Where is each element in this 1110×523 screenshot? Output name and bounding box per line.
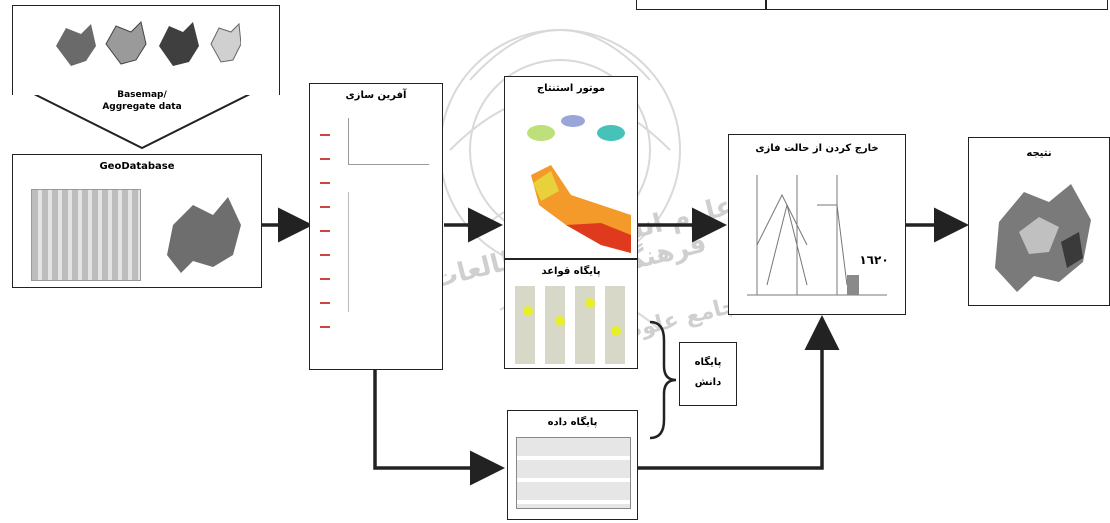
defuzzification-title: خارج کردن از حالت فازی <box>755 143 879 154</box>
input-basemap-box <box>12 5 280 95</box>
geodatabase-table-image <box>31 189 141 281</box>
knowledge-base-line-2: دانش <box>694 377 722 388</box>
result-title: نتیجه <box>1026 148 1052 159</box>
table-remnant <box>636 0 1108 10</box>
result-box: نتیجه <box>968 137 1110 306</box>
database-title: پایگاه داده <box>547 417 598 428</box>
defuzzification-box: خارج کردن از حالت فازی ۱٦٢٠ <box>728 134 906 315</box>
preprocessing-chart-2 <box>348 192 429 312</box>
rule-highlight-2 <box>555 316 565 326</box>
aggregate-data-label: Aggregate data <box>102 102 182 112</box>
rule-highlight-3 <box>585 298 595 308</box>
basemap-label: Basemap/ <box>117 90 167 100</box>
defuzzification-chart <box>747 175 887 296</box>
inference-engine-box: موتور استنتاج <box>504 76 638 259</box>
rule-highlight-4 <box>611 326 621 336</box>
geodatabase-box: GeoDatabase <box>12 154 262 288</box>
preprocessing-box: آفرین سازی <box>309 83 443 370</box>
inference-surface-image <box>527 115 631 253</box>
knowledge-base-box: پایگاه دانش <box>679 342 737 406</box>
database-table-image <box>516 437 631 509</box>
preprocessing-title: آفرین سازی <box>345 90 407 101</box>
arrow-database-to-defuzzify <box>638 315 840 470</box>
preprocessing-marks <box>320 134 330 334</box>
table-remnant-divider <box>765 0 767 10</box>
rule-highlight-1 <box>523 306 533 316</box>
basemap-thumbnails <box>56 21 241 66</box>
database-box: پایگاه داده <box>507 410 638 520</box>
arrow-preprocess-to-database <box>373 370 505 486</box>
knowledge-base-line-1: پایگاه <box>694 357 722 368</box>
rule-base-title: پایگاه قواعد <box>541 266 601 277</box>
defuzzification-value: ۱٦٢٠ <box>859 253 889 267</box>
geodatabase-title: GeoDatabase <box>99 161 175 172</box>
result-map-image <box>995 184 1091 292</box>
inference-engine-title: موتور استنتاج <box>536 83 606 94</box>
rule-base-box: پایگاه قواعد <box>504 259 638 369</box>
knowledge-brace <box>649 320 677 440</box>
rule-base-image <box>515 286 629 364</box>
preprocessing-chart-1 <box>348 118 429 165</box>
geodatabase-map-image <box>167 197 241 273</box>
